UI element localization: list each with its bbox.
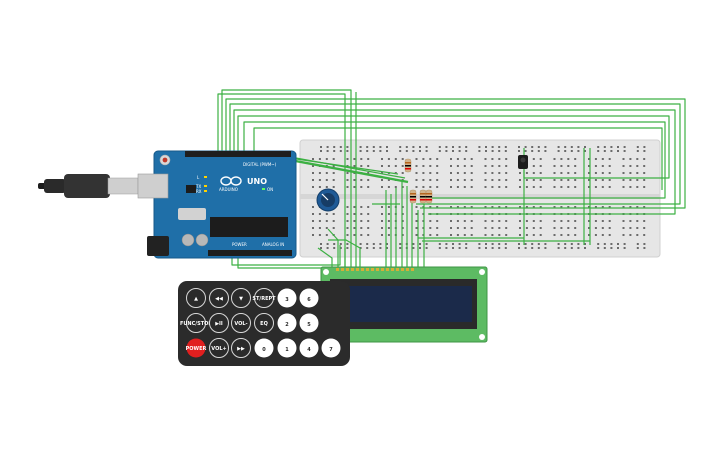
power-analog-header	[208, 250, 292, 256]
vol-up-icon: VOL+	[211, 346, 226, 352]
arduino-model-label: UNO	[247, 177, 267, 186]
power-icon: POWER	[186, 346, 207, 352]
capacitor-2	[195, 233, 209, 247]
l-label: L	[197, 175, 200, 180]
remote-button-18[interactable]: 6	[299, 288, 319, 308]
eq-icon: EQ	[260, 321, 268, 327]
vol-down-icon: VOL-	[234, 321, 247, 327]
down-icon: ▼	[239, 296, 243, 302]
remote-button-4[interactable]: ◀◀	[209, 288, 229, 308]
arduino-logo	[220, 176, 242, 186]
lcd-16x2-module[interactable]	[320, 266, 488, 343]
led-on	[262, 188, 265, 190]
remote-button-12[interactable]: ST/REPT	[252, 288, 276, 308]
digit-icon: 1	[285, 347, 289, 353]
resistor-2[interactable]	[409, 189, 417, 204]
arduino-power-jack	[147, 236, 169, 256]
remote-button-2[interactable]: VOL+	[209, 338, 229, 358]
breadboard-center-channel	[300, 194, 660, 199]
digit-icon: 6	[307, 297, 311, 303]
lcd-screen	[335, 286, 472, 322]
digital-header	[185, 151, 291, 157]
potentiometer-indicator	[321, 193, 329, 201]
usb-chip	[186, 185, 196, 193]
led-l	[204, 176, 207, 178]
usb-cable-boot	[44, 179, 66, 193]
resistor-4[interactable]	[425, 189, 433, 204]
fast-forward-icon: ▶▶	[237, 346, 245, 352]
arduino-usb-port	[137, 173, 169, 199]
remote-button-8[interactable]: VOL-	[231, 313, 251, 333]
remote-button-7[interactable]: ▼	[231, 288, 251, 308]
capacitor-1	[181, 233, 195, 247]
on-label: ON	[267, 187, 273, 192]
digit-icon: 7	[329, 347, 333, 353]
remote-button-11[interactable]: EQ	[254, 313, 274, 333]
remote-button-3[interactable]: FUNC/STOP	[180, 313, 212, 333]
remote-buttons: POWER VOL+ FUNC/STOP ◀◀ ▶II ▶▶ ▼ VOL- ▲ 0 EQ ST/REP…	[180, 288, 341, 358]
digit-icon: 5	[307, 322, 311, 328]
lcd-pins	[336, 268, 414, 271]
remote-button-16[interactable]: 4	[299, 338, 319, 358]
func-stop-icon: FUNC/STOP	[180, 321, 212, 327]
breadboard-power-rails	[320, 146, 646, 249]
ir-receiver[interactable]	[518, 155, 528, 169]
lcd-mount-hole-1	[323, 269, 329, 275]
remote-button-17[interactable]: 5	[299, 313, 319, 333]
digit-icon: 4	[307, 347, 311, 353]
digit-icon: 3	[285, 297, 289, 303]
up-icon: ▲	[194, 296, 198, 302]
usb-plug-body	[64, 174, 110, 198]
digital-label: DIGITAL (PWM~)	[243, 162, 277, 167]
remote-button-1[interactable]: POWER	[186, 338, 207, 358]
remote-button-14[interactable]: 2	[277, 313, 297, 333]
remote-button-9[interactable]: ▲	[186, 288, 206, 308]
arduino-brand-label: ARDUINO	[219, 187, 238, 192]
led-tx	[204, 185, 207, 187]
led-rx	[204, 190, 207, 192]
rewind-icon: ◀◀	[215, 296, 223, 302]
ir-receiver-lens	[520, 157, 526, 163]
digit-icon: 2	[285, 322, 289, 328]
analog-label: ANALOG IN	[262, 242, 284, 247]
tx-label: TX	[195, 184, 201, 189]
remote-button-13[interactable]: 1	[277, 338, 297, 358]
ir-remote[interactable]: POWER VOL+ FUNC/STOP ◀◀ ▶II ▶▶ ▼ VOL- ▲ 0 EQ ST/REP…	[178, 281, 350, 366]
remote-button-10[interactable]: 0	[254, 338, 274, 358]
lcd-mount-hole-4	[479, 334, 485, 340]
resistor-3[interactable]	[419, 189, 427, 204]
atmega-chip	[210, 217, 288, 237]
breadboard-holes	[312, 158, 646, 236]
potentiometer[interactable]	[316, 188, 340, 212]
arduino-uno-board[interactable]: ARDUINO UNO DIGITAL (PWM~) POWER ANALOG …	[137, 150, 297, 259]
rx-label: RX	[196, 189, 202, 194]
reset-button-cap	[162, 157, 168, 163]
usb-cable[interactable]	[38, 174, 139, 198]
st-rept-icon: ST/REPT	[252, 296, 276, 302]
digit-icon: 0	[262, 347, 266, 353]
lcd-mount-hole-2	[479, 269, 485, 275]
remote-button-19[interactable]: 7	[321, 338, 341, 358]
crystal	[178, 208, 206, 220]
resistor-1[interactable]	[404, 158, 412, 173]
play-pause-icon: ▶II	[215, 321, 223, 327]
power-label: POWER	[232, 242, 247, 247]
usb-plug-metal	[107, 177, 139, 195]
remote-button-6[interactable]: ▶▶	[231, 338, 251, 358]
remote-button-15[interactable]: 3	[277, 288, 297, 308]
remote-button-5[interactable]: ▶II	[209, 313, 229, 333]
